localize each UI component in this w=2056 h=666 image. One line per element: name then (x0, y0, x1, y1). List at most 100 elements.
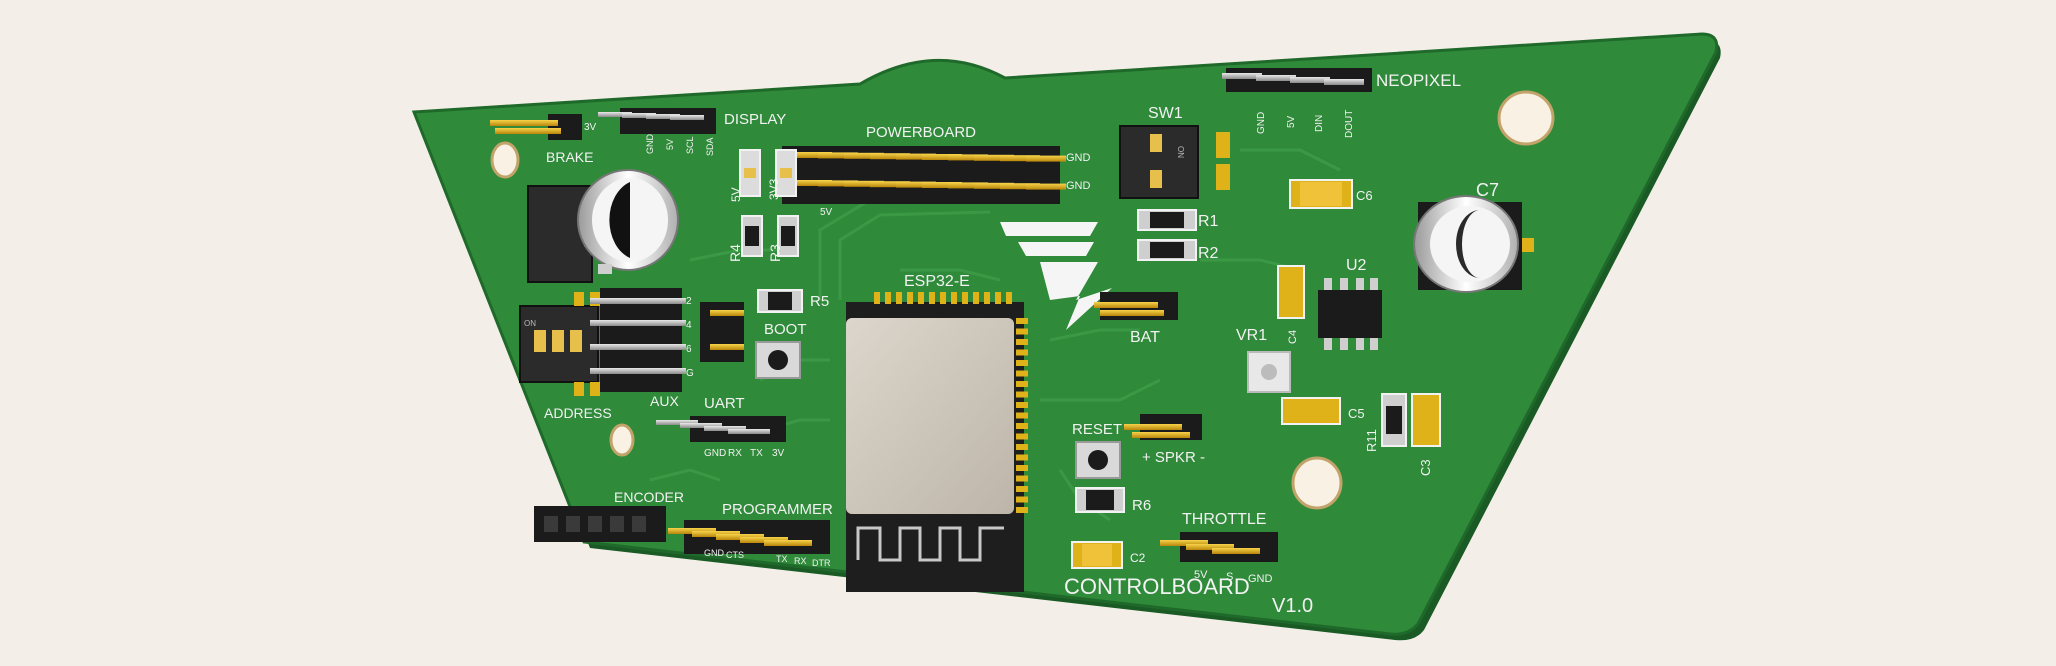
esp32-pad (1016, 444, 1028, 450)
neopixel-pin-din: DIN (1314, 115, 1325, 132)
header-pin (922, 182, 962, 188)
brake-3v-label: 3V (584, 122, 597, 133)
c7-label: C7 (1476, 180, 1499, 200)
header-pin (896, 153, 936, 160)
programmer-pin-dtr: DTR (812, 558, 831, 568)
header-pin (1026, 155, 1066, 162)
neopixel-label: NEOPIXEL (1376, 71, 1461, 90)
esp32-castellations (874, 292, 1028, 513)
r6-resistor: R6 (1075, 487, 1151, 514)
spkr-header: + SPKR - (1124, 414, 1205, 466)
encoder-header: ENCODER (534, 489, 684, 542)
esp32-pad (1016, 339, 1028, 345)
uart-header: UART GND RX TX 3V (656, 395, 786, 459)
throttle-label: THROTTLE (1182, 511, 1266, 528)
powerboard-label: POWERBOARD (866, 124, 976, 141)
boot-label: BOOT (764, 321, 807, 338)
throttle-pin-gnd: GND (1248, 573, 1273, 585)
esp32-pad (1016, 433, 1028, 440)
esp32-label: ESP32-E (904, 273, 970, 290)
neopixel-header: NEOPIXEL GND 5V DIN DOUT (1222, 68, 1461, 138)
header-pin (844, 152, 884, 159)
brake-header: 3V BRAKE (490, 114, 597, 165)
c2-capacitor: C2 (1071, 541, 1146, 569)
r1-label: R1 (1198, 213, 1219, 230)
mounting-hole (609, 423, 635, 457)
r2-label: R2 (1198, 245, 1219, 262)
esp32-pad (1016, 496, 1028, 503)
esp32-pad (1016, 475, 1028, 482)
bat-label: BAT (1130, 329, 1160, 346)
board-title: CONTROLBOARD V1.0 (1064, 574, 1313, 617)
neopixel-pin-gnd: GND (1256, 112, 1267, 134)
bat-header: BAT (1094, 292, 1178, 346)
led-5v-label: 5V (729, 187, 743, 202)
esp32-pad (1016, 454, 1028, 461)
aux-header: 2 4 6 G AUX (590, 288, 744, 409)
c6-label: C6 (1356, 188, 1373, 203)
esp32-pad (1006, 292, 1012, 304)
r11-label: R11 (1364, 429, 1379, 452)
esp32-pad (1016, 349, 1028, 356)
programmer-pin-cts: CTS (726, 550, 744, 560)
mounting-hole (490, 141, 520, 179)
header-pin (818, 152, 858, 159)
sw1-on: ON (1176, 146, 1185, 158)
brake-label: BRAKE (546, 149, 593, 165)
resistors-r1-r2: R1 R2 (1137, 209, 1219, 262)
neopixel-pin-dout: DOUT (1344, 110, 1355, 138)
esp32-pad (951, 292, 957, 304)
aux-label: AUX (650, 393, 679, 409)
header-pin (896, 181, 936, 188)
programmer-label: PROGRAMMER (722, 501, 833, 518)
throttle-header: THROTTLE 5V S GND (1160, 511, 1278, 585)
esp32-pad (907, 292, 913, 304)
r3-label: R3 (767, 244, 783, 262)
aux-pin-2: 2 (686, 296, 692, 307)
c2-label: C2 (1130, 551, 1146, 565)
aux-pin-6: 6 (686, 344, 692, 355)
throttle-pin-5v: 5V (1194, 569, 1208, 581)
display-pin-scl: SCL (685, 136, 695, 154)
esp32-pad (1016, 391, 1028, 398)
r5-label: R5 (810, 293, 829, 310)
neopixel-pin-5v: 5V (1286, 115, 1297, 128)
esp32-pad (1016, 486, 1028, 492)
powerboard-5v: 5V (820, 207, 833, 218)
aux-pin-4: 4 (686, 320, 692, 331)
c1-capacitor: C1 100uF (527, 169, 679, 283)
sw1-dip-switch: SW1 ON (1119, 105, 1230, 199)
lightning-logo (1000, 222, 1112, 330)
display-pin-sda: SDA (705, 137, 715, 156)
header-pin (870, 153, 910, 160)
esp32-pad (1016, 318, 1028, 324)
u2-ic: U2 C4 (1277, 257, 1382, 350)
board-version: V1.0 (1272, 595, 1313, 617)
display-label: DISPLAY (724, 111, 786, 128)
c4-label: C4 (1287, 330, 1299, 344)
header-pin (974, 154, 1014, 161)
esp32-pad (1016, 381, 1028, 387)
reset-button: RESET (1072, 421, 1122, 479)
antenna-trace (856, 526, 1004, 562)
esp32-pad (918, 292, 924, 304)
esp32-pad (984, 292, 990, 304)
programmer-pin-tx: TX (776, 554, 788, 564)
esp32-pad (1016, 412, 1028, 419)
esp32-pad (1016, 328, 1028, 335)
powerboard-gnd1: GND (1066, 152, 1091, 164)
esp32-pad (973, 292, 979, 304)
powerboard-gnd2: GND (1066, 180, 1091, 192)
r4-label: R4 (727, 244, 743, 262)
esp32-pad (874, 292, 880, 304)
esp32-pad (885, 292, 891, 304)
header-pin (792, 180, 832, 186)
reset-label: RESET (1072, 421, 1122, 438)
address-label: ADDRESS (544, 405, 612, 421)
address-on: ON (524, 319, 536, 328)
display-pin-gnd: GND (645, 134, 655, 155)
spkr-label: + SPKR - (1142, 449, 1205, 466)
aux-pin-g: G (686, 368, 694, 379)
programmer-pin-gnd: GND (704, 548, 725, 558)
